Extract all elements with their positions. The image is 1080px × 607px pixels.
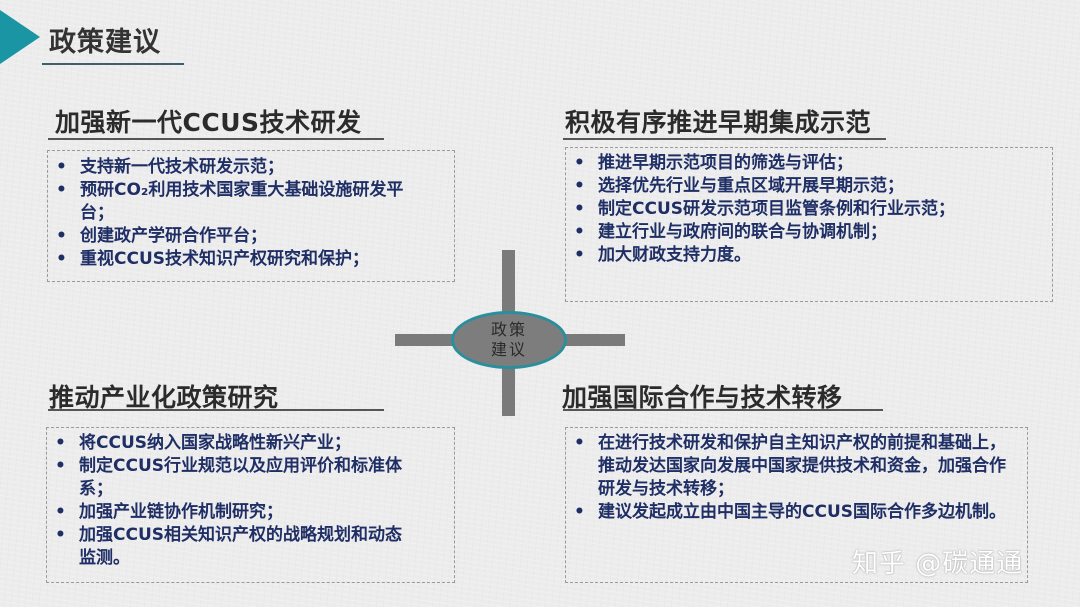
heading-underline bbox=[48, 409, 384, 411]
list-item: •建议发起成立由中国主导的CCUS国际合作多边机制。 bbox=[574, 502, 1006, 522]
section-heading-rd: 加强新一代CCUS技术研发 bbox=[55, 108, 362, 137]
list-item: •制定CCUS行业规范以及应用评价和标准体系； bbox=[55, 456, 402, 499]
list-item: •重视CCUS技术知识产权研究和保护； bbox=[56, 249, 369, 269]
list-item: •创建政产学研合作平台； bbox=[56, 226, 267, 246]
center-label: 政策建议 bbox=[490, 320, 527, 359]
list-item: •制定CCUS研发示范项目监管条例和行业示范； bbox=[574, 199, 955, 219]
section-box-rd: •支持新一代技术研发示范； •预研CO₂利用技术国家重大基础设施研发平台； •创… bbox=[47, 150, 455, 282]
list-item: •加强CCUS相关知识产权的战略规划和动态监测。 bbox=[55, 525, 402, 568]
list-item: •加大财政支持力度。 bbox=[574, 245, 751, 265]
heading-underline bbox=[563, 138, 886, 140]
list-item: •建立行业与政府间的联合与协调机制； bbox=[574, 222, 887, 242]
heading-underline bbox=[563, 409, 883, 411]
heading-underline bbox=[48, 138, 384, 140]
center-ellipse: 政策建议 bbox=[451, 311, 567, 369]
section-box-international: •在进行技术研发和保护自主知识产权的前提和基础上，推动发达国家向发展中国家提供技… bbox=[565, 427, 1028, 583]
list-item: •加强产业链协作机制研究； bbox=[55, 502, 283, 522]
section-heading-industry: 推动产业化政策研究 bbox=[49, 383, 279, 412]
list-item: •预研CO₂利用技术国家重大基础设施研发平台； bbox=[56, 180, 404, 223]
section-heading-international: 加强国际合作与技术转移 bbox=[562, 383, 843, 412]
page-title: 政策建议 bbox=[49, 27, 161, 58]
list-item: •支持新一代技术研发示范； bbox=[56, 157, 284, 177]
accent-triangle-icon bbox=[0, 10, 40, 64]
watermark: 知乎 @碳通通 bbox=[852, 549, 1024, 579]
section-box-demo: •推进早期示范项目的筛选与评估； •选择优先行业与重点区域开展早期示范； •制定… bbox=[565, 147, 1053, 302]
section-heading-demo: 积极有序推进早期集成示范 bbox=[565, 108, 872, 137]
title-underline bbox=[42, 63, 184, 65]
section-box-industry: •将CCUS纳入国家战略性新兴产业； •制定CCUS行业规范以及应用评价和标准体… bbox=[46, 427, 455, 583]
list-item: •推进早期示范项目的筛选与评估； bbox=[574, 153, 853, 173]
list-item: •选择优先行业与重点区域开展早期示范； bbox=[574, 176, 904, 196]
list-item: •在进行技术研发和保护自主知识产权的前提和基础上，推动发达国家向发展中国家提供技… bbox=[574, 433, 1006, 499]
list-item: •将CCUS纳入国家战略性新兴产业； bbox=[55, 433, 351, 453]
